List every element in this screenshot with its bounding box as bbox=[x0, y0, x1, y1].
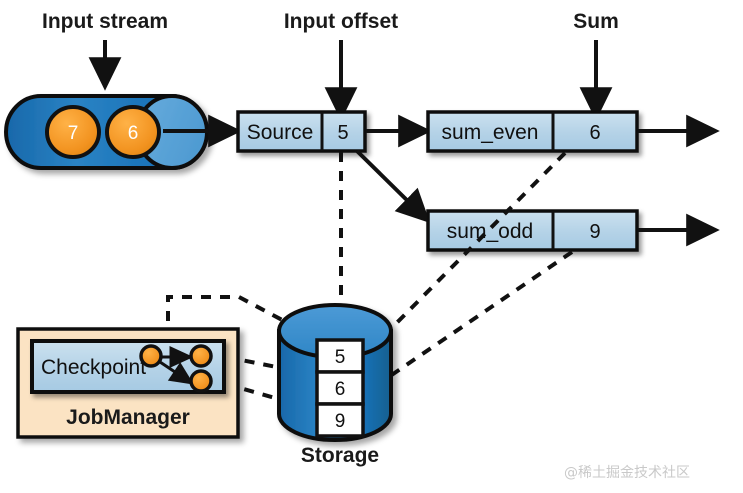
record-bubble-2 bbox=[105, 105, 161, 159]
source-node: Source 5 bbox=[236, 110, 367, 153]
checkpoint-glyph-edge-2 bbox=[156, 358, 194, 385]
storage-cell-value-3: 9 bbox=[335, 411, 346, 432]
record-bubble-1 bbox=[45, 105, 101, 159]
operator-sum-even: sum_even 6 bbox=[426, 110, 639, 153]
storage-label: Storage bbox=[301, 444, 379, 467]
storage-cell-frame-1 bbox=[315, 338, 365, 374]
checkpoint-label: Checkpoint bbox=[41, 356, 146, 379]
checkpoint-node-1 bbox=[139, 344, 163, 368]
label-sum: Sum bbox=[573, 10, 619, 33]
edge-checkpoint-to-storage-low bbox=[225, 382, 323, 419]
checkpoint-flow-glyph bbox=[139, 344, 213, 393]
source-node-name: Source bbox=[247, 121, 314, 144]
operator-sum-odd-name: sum_odd bbox=[447, 220, 533, 243]
edge-source-to-sum-odd bbox=[355, 149, 431, 223]
storage-cells: 5 6 9 bbox=[315, 338, 365, 438]
label-input-stream: Input stream bbox=[42, 10, 168, 33]
record-value-2: 6 bbox=[128, 123, 139, 144]
edge-checkpoint-to-storage-top bbox=[166, 295, 328, 345]
checkpoint-node-2 bbox=[189, 344, 213, 368]
storage-cell-frame-3 bbox=[315, 402, 365, 438]
input-stream-records: 7 6 bbox=[45, 105, 161, 159]
job-manager-panel: Checkpoint JobManager bbox=[16, 327, 240, 439]
checkpoint-node-3 bbox=[189, 369, 213, 393]
record-value-1: 7 bbox=[68, 123, 79, 144]
operator-sum-even-name: sum_even bbox=[442, 121, 539, 144]
label-input-offset: Input offset bbox=[284, 10, 398, 33]
job-manager-label: JobManager bbox=[66, 406, 190, 429]
storage-cylinder: 5 6 9 Storage bbox=[277, 303, 393, 467]
watermark-text: @稀土掘金技术社区 bbox=[564, 465, 690, 481]
edge-sum-odd-to-storage bbox=[341, 250, 574, 410]
storage-cell-value-2: 6 bbox=[335, 379, 346, 400]
source-node-offset-value: 5 bbox=[337, 122, 348, 144]
operator-sum-even-frame bbox=[426, 110, 639, 153]
source-node-frame bbox=[236, 110, 367, 153]
operator-sum-odd-frame bbox=[426, 209, 639, 252]
operator-sum-even-value: 6 bbox=[589, 122, 600, 144]
storage-cell-value-1: 5 bbox=[335, 347, 346, 368]
operator-sum-odd-value: 9 bbox=[589, 221, 600, 243]
edge-checkpoint-to-storage-mid bbox=[225, 353, 325, 387]
operator-sum-odd: sum_odd 9 bbox=[426, 209, 639, 252]
